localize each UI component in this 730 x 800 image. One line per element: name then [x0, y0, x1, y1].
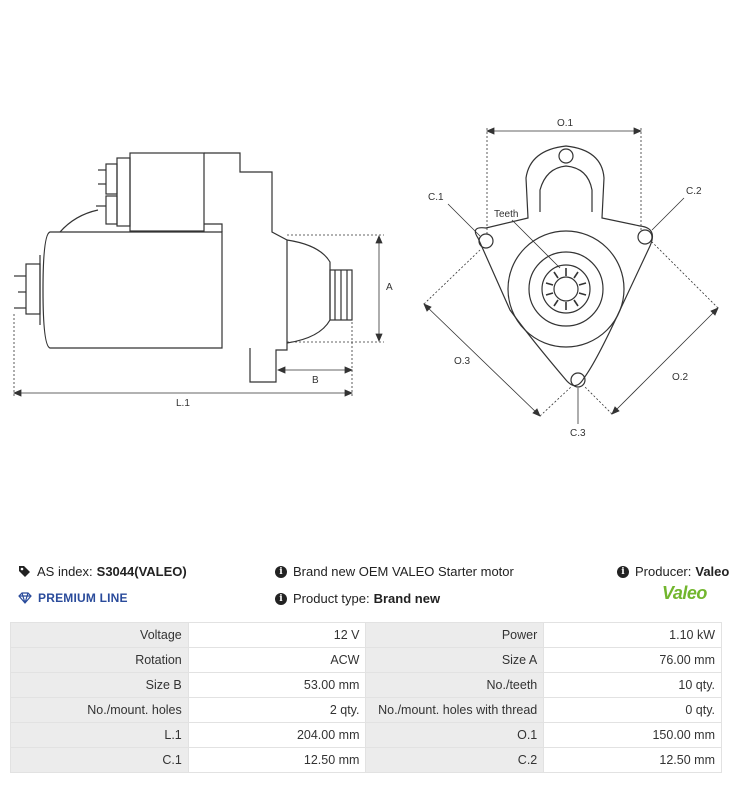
front-dimensions: [423, 127, 719, 424]
spec-value: 12.50 mm: [187, 747, 367, 773]
spec-value: 12 V: [187, 622, 367, 648]
spec-label: Size A: [365, 647, 545, 673]
as-index: AS index: S3044(VALEO): [18, 564, 187, 579]
spec-label: No./mount. holes with thread: [365, 697, 545, 723]
premium-line[interactable]: PREMIUM LINE: [18, 591, 128, 605]
spec-label: Size B: [10, 672, 189, 698]
product-type-label: Product type:: [293, 591, 370, 606]
front-view: [474, 145, 653, 388]
label-o2: O.2: [672, 372, 689, 383]
label-c1: C.1: [428, 192, 444, 203]
tag-icon: [18, 565, 31, 578]
spec-value: 2 qty.: [187, 697, 367, 723]
product-type: i Product type: Brand new: [275, 591, 440, 606]
spec-label: Rotation: [10, 647, 189, 673]
spec-value: 0 qty.: [543, 697, 722, 723]
description: i Brand new OEM VALEO Starter motor: [275, 564, 514, 579]
product-info: AS index: S3044(VALEO) i Brand new OEM V…: [0, 560, 730, 620]
as-index-label: AS index:: [37, 564, 93, 579]
label-teeth: Teeth: [494, 209, 518, 220]
spec-value: 204.00 mm: [187, 722, 367, 748]
premium-line-label: PREMIUM LINE: [38, 591, 128, 605]
side-dimensions: [12, 234, 384, 398]
label-o3: O.3: [454, 356, 471, 367]
spec-label: C.2: [365, 747, 545, 773]
info-icon: i: [617, 565, 629, 578]
spec-label: No./mount. holes: [10, 697, 189, 723]
spec-label: Voltage: [10, 622, 189, 648]
spec-label: L.1: [10, 722, 189, 748]
spec-label: No./teeth: [365, 672, 545, 698]
label-c3: C.3: [570, 428, 586, 439]
diamond-icon: [18, 592, 32, 604]
spec-label: C.1: [10, 747, 189, 773]
spec-value: 76.00 mm: [543, 647, 722, 673]
valeo-logo: Valeo: [662, 583, 707, 603]
technical-drawing: A B L.1: [12, 118, 719, 439]
pinion-teeth: [545, 268, 587, 310]
label-l1: L.1: [176, 398, 190, 409]
spec-value: 53.00 mm: [187, 672, 367, 698]
info-icon: i: [275, 565, 287, 578]
label-a: A: [386, 282, 393, 293]
spec-value: 12.50 mm: [543, 747, 722, 773]
spec-value: 1.10 kW: [543, 622, 722, 648]
side-view: [14, 152, 353, 383]
label-o1: O.1: [557, 118, 574, 129]
product-type-value: Brand new: [373, 591, 441, 606]
label-b: B: [312, 375, 319, 386]
producer-label: Producer:: [635, 564, 692, 579]
spec-value: 150.00 mm: [543, 722, 722, 748]
starter-motor-diagram: A B L.1: [12, 118, 719, 439]
spec-value: ACW: [187, 647, 367, 673]
spec-label: O.1: [365, 722, 545, 748]
info-icon: i: [275, 592, 287, 605]
spec-value: 10 qty.: [543, 672, 722, 698]
producer: i Producer: Valeo: [617, 564, 729, 579]
label-c2: C.2: [686, 186, 702, 197]
description-text: Brand new OEM VALEO Starter motor: [293, 564, 514, 579]
spec-label: Power: [365, 622, 545, 648]
as-index-value: S3044(VALEO): [96, 564, 187, 579]
producer-value: Valeo: [695, 564, 730, 579]
